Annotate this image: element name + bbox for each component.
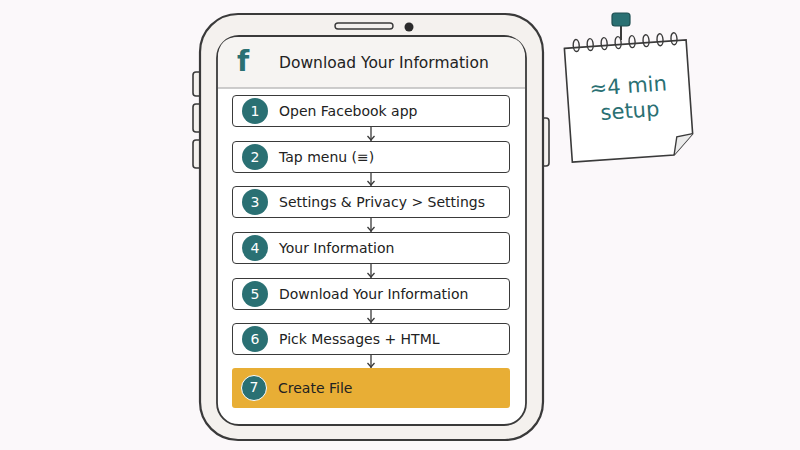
step-box: 2 Tap menu (≡) xyxy=(232,141,510,173)
flow-arrow xyxy=(368,310,375,323)
step-number: 5 xyxy=(242,281,268,307)
step-label: Tap menu (≡) xyxy=(279,149,374,165)
step-label: Download Your Information xyxy=(279,286,468,302)
header-divider xyxy=(218,87,525,89)
note-text: ≈4 min setup xyxy=(582,71,675,127)
sticky-note: ≈4 min setup xyxy=(562,32,696,164)
step-label: Open Facebook app xyxy=(279,103,417,119)
step-number: 4 xyxy=(242,235,268,261)
step-number: 7 xyxy=(241,375,267,401)
step-box: 4 Your Information xyxy=(232,232,510,264)
step-number: 2 xyxy=(242,144,268,170)
camera-dot xyxy=(405,23,414,32)
step-box: 1 Open Facebook app xyxy=(232,95,510,127)
step-label: Your Information xyxy=(279,240,394,256)
step-label: Settings & Privacy > Settings xyxy=(279,194,485,210)
step-box: 5 Download Your Information xyxy=(232,278,510,310)
flow-arrow xyxy=(368,127,375,141)
step-label: Create File xyxy=(278,380,352,396)
step-number: 6 xyxy=(242,326,268,352)
screen-title: Download Your Information xyxy=(279,54,489,72)
pin-head xyxy=(612,13,630,26)
step-box: 3 Settings & Privacy > Settings xyxy=(232,186,510,218)
step-number: 1 xyxy=(242,98,268,124)
step-label: Pick Messages + HTML xyxy=(279,331,440,347)
step-number: 3 xyxy=(242,189,268,215)
flow-arrow xyxy=(368,355,375,368)
phone-body xyxy=(200,14,543,440)
facebook-logo: f xyxy=(237,45,249,78)
flow-arrow xyxy=(368,264,375,278)
step-box: 6 Pick Messages + HTML xyxy=(232,323,510,355)
speaker-slot xyxy=(335,23,393,29)
header-band xyxy=(218,37,525,88)
action-button: 7 Create File xyxy=(232,368,510,408)
phone-screen xyxy=(217,36,526,425)
flow-arrow xyxy=(368,218,375,232)
flow-arrow xyxy=(368,173,375,186)
